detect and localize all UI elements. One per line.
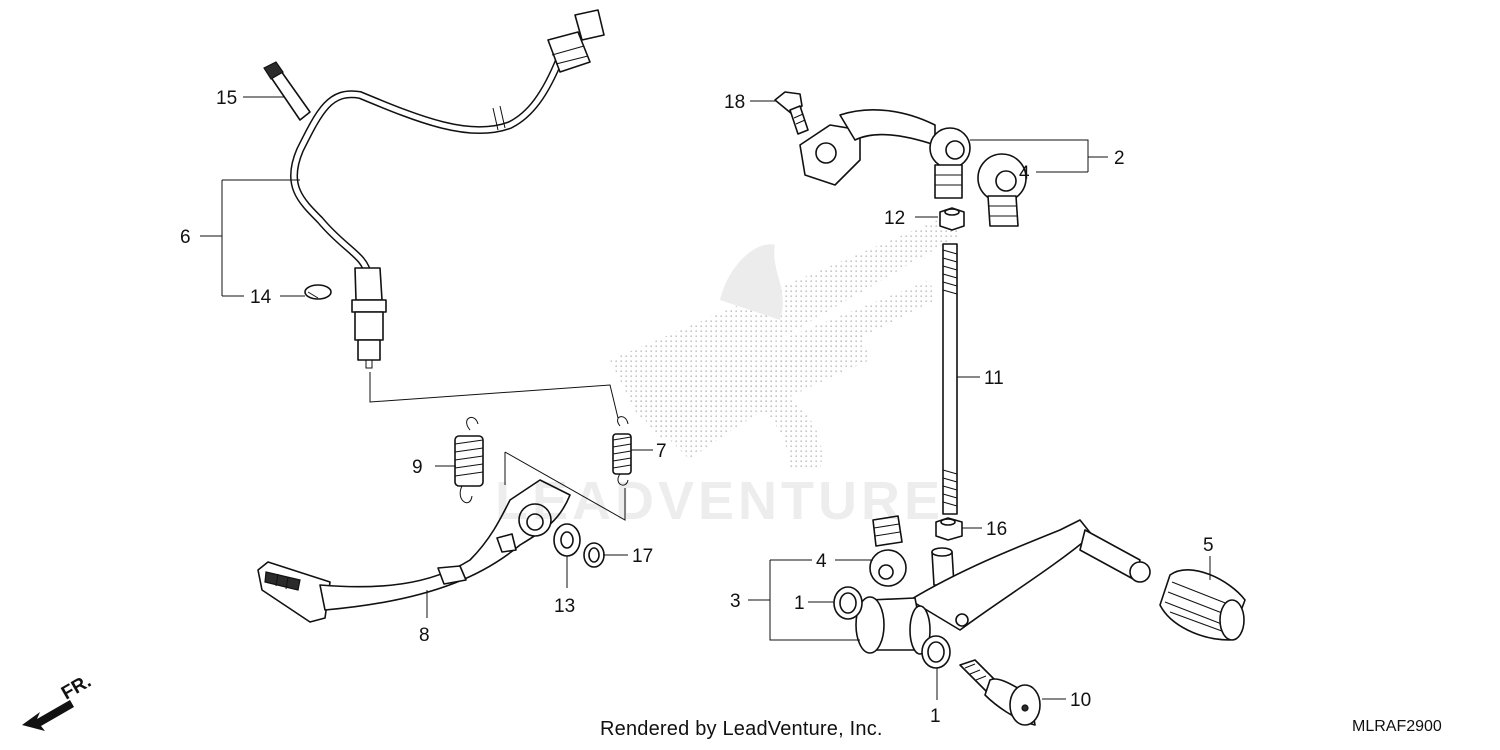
bolt-part-18 — [774, 91, 809, 135]
shift-rubber-part-5 — [1159, 569, 1246, 641]
nut-part-12 — [939, 207, 965, 231]
callout-5: 5 — [1203, 535, 1214, 556]
pivot-bolt-part-10 — [959, 659, 1041, 726]
callout-16: 16 — [986, 519, 1007, 540]
snap-ring-part-17 — [583, 542, 605, 568]
callout-12: 12 — [884, 208, 905, 229]
brake-pedal-part-8 — [257, 479, 571, 623]
nut-part-16 — [935, 517, 963, 541]
leader-lines — [200, 96, 1211, 700]
callout-7: 7 — [656, 441, 667, 462]
front-marker-label: FR. — [58, 671, 95, 704]
spring-part-7 — [612, 416, 632, 486]
callout-4-lower: 4 — [816, 551, 827, 572]
spring-part-9 — [454, 416, 484, 504]
front-arrow-icon: FR. — [22, 671, 95, 731]
ball-joint-upper-part-4 — [977, 153, 1027, 227]
callout-6: 6 — [180, 227, 191, 248]
callout-14: 14 — [250, 287, 272, 308]
shift-pedal-arm-part-3 — [855, 519, 1151, 655]
callout-2: 2 — [1114, 148, 1125, 169]
dust-seal-lower-part-1 — [921, 635, 951, 669]
callout-11: 11 — [984, 368, 1004, 389]
watermark-text: LEADVENTURE — [495, 471, 945, 531]
footer-credit: Rendered by LeadVenture, Inc. — [600, 718, 883, 740]
ball-joint-lower-part-4 — [869, 515, 907, 587]
callout-10: 10 — [1070, 690, 1091, 711]
clamp-strap-part-15 — [263, 61, 311, 121]
callout-13: 13 — [554, 596, 575, 617]
callout-17: 17 — [632, 546, 653, 567]
diagram-code: MLRAF2900 — [1352, 718, 1442, 735]
callout-8: 8 — [419, 625, 430, 646]
tie-rod-part-11 — [942, 243, 958, 515]
callout-9: 9 — [412, 457, 423, 478]
callout-18: 18 — [724, 92, 745, 113]
callout-1-lower: 1 — [930, 706, 941, 727]
callout-4-upper: 4 — [1019, 163, 1030, 184]
clip-part-14 — [304, 284, 332, 300]
shift-arm-part-2 — [799, 109, 971, 199]
watermark-logo — [610, 215, 960, 470]
callout-15: 15 — [216, 88, 237, 109]
callout-3: 3 — [730, 591, 741, 612]
link-line-sensor — [369, 372, 619, 419]
shift-sensor-harness-part-6 — [289, 9, 605, 369]
callout-1-upper: 1 — [794, 593, 805, 614]
dust-seal-upper-part-1 — [833, 586, 863, 620]
callout-numbers: 15 6 14 18 2 4 12 11 9 7 16 17 13 8 4 3 … — [180, 88, 1214, 727]
washer-part-13 — [553, 523, 581, 557]
